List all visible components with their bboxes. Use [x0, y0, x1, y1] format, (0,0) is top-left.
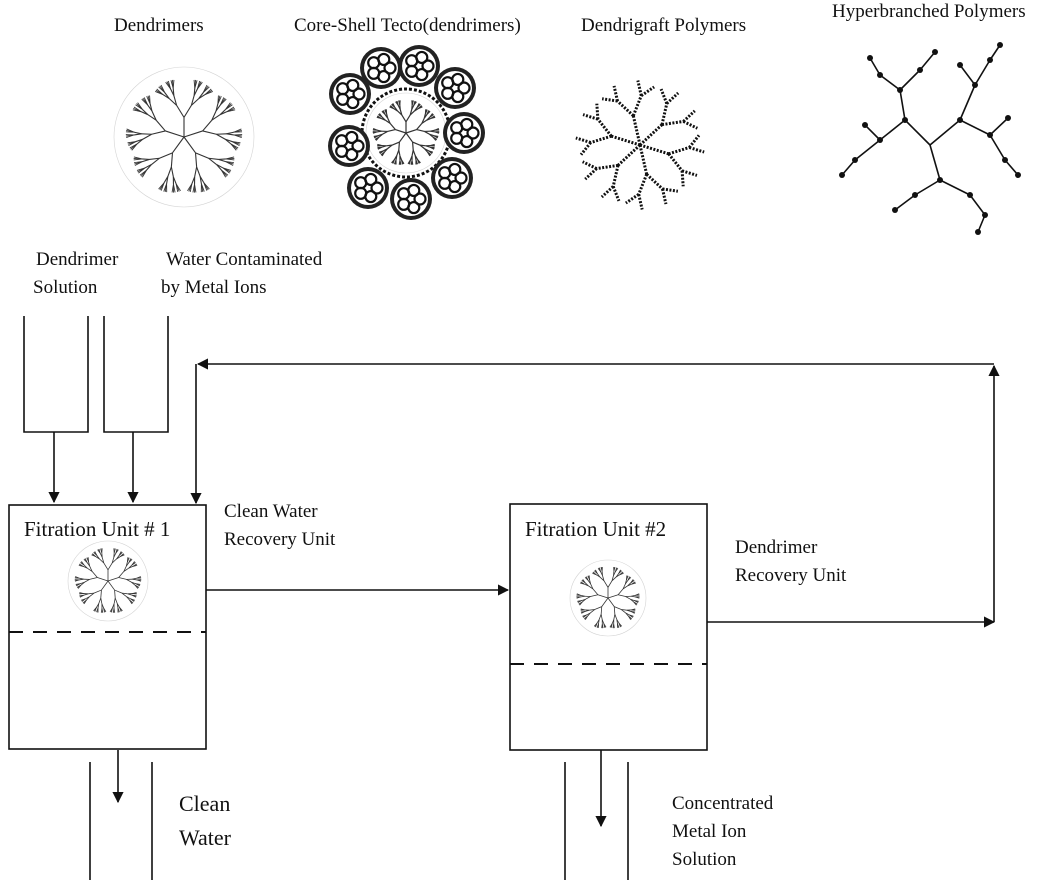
concentrated-metal-ion-label-2: Metal Ion — [672, 821, 747, 842]
dendrimer-recovery-label-2: Recovery Unit — [735, 565, 847, 586]
clean-water-label-1: Clean — [179, 791, 231, 816]
dendrimer-solution-label-2: Solution — [33, 277, 98, 298]
concentrated-metal-ion-label-3: Solution — [672, 849, 737, 870]
clean-water-recovery-label-1: Clean Water — [224, 501, 318, 522]
core-shell-tecto-dendrimer-icon — [328, 45, 485, 220]
core-shell-title: Core-Shell Tecto(dendrimers) — [294, 15, 521, 36]
unit-1-dendrimer-icon — [67, 540, 149, 622]
water-contaminated-label-1: Water Contaminated — [166, 249, 323, 270]
hyperbranched-title: Hyperbranched Polymers — [832, 1, 1026, 22]
clean-water-recovery-label-2: Recovery Unit — [224, 529, 336, 550]
water-contaminated-label-2: by Metal Ions — [161, 277, 267, 298]
dendrimer-structure-icon — [113, 66, 255, 208]
dendrimer-solution-label-1: Dendrimer — [36, 249, 119, 270]
concentrated-metal-ion-label-1: Concentrated — [672, 793, 774, 814]
metal-ion-vessel — [564, 762, 629, 880]
filtration-unit-2-title: Fitration Unit #2 — [525, 517, 667, 541]
dendrigraft-title: Dendrigraft Polymers — [581, 15, 747, 36]
unit-2-dendrimer-icon — [569, 559, 647, 637]
dendrimers-title: Dendrimers — [114, 15, 204, 36]
filtration-unit-1-box — [8, 504, 207, 750]
filtration-unit-1-title: Fitration Unit # 1 — [24, 517, 171, 541]
filtration-unit-2-box — [509, 503, 708, 751]
hyperbranched-polymer-icon — [839, 42, 1021, 235]
clean-water-vessel — [89, 762, 153, 880]
contaminated-water-tank — [103, 316, 169, 433]
dendrimer-recovery-label-1: Dendrimer — [735, 537, 818, 558]
dendrigraft-polymer-icon — [575, 80, 705, 210]
dendrimer-solution-tank — [23, 316, 89, 433]
clean-water-label-2: Water — [179, 825, 231, 850]
